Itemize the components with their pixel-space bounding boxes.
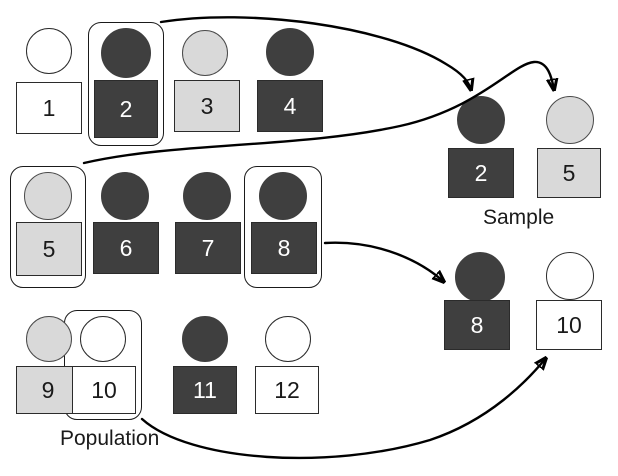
marble-icon [24,172,72,220]
population-cell-label: 10 [72,366,136,414]
arrow-population-10-to-sample-10 [140,358,546,460]
sample-label: Sample [483,206,555,229]
marble-icon [265,316,311,362]
population-cell-label: 12 [255,366,319,414]
population-cell-label: 2 [94,80,158,138]
marble-icon [101,172,149,220]
marble-icon [457,96,505,144]
marble-icon [183,172,231,220]
population-cell-label: 8 [251,222,317,274]
sample-item-label: 5 [537,148,601,198]
population-cell-label: 11 [173,366,237,414]
population-cell-label: 7 [175,222,241,274]
population-cell-label: 6 [93,222,159,274]
sample-item-label: 8 [444,300,510,350]
arrow-population-8-to-sample-8 [323,241,444,282]
population-cell-label: 4 [257,80,323,132]
marble-icon [546,252,594,300]
population-label: Population [60,427,160,450]
selection-highlight-8[interactable] [244,166,322,288]
population-cell-label: 9 [16,366,80,414]
selection-highlight-10[interactable] [64,310,142,420]
selection-highlight-2[interactable] [88,22,164,146]
marble-icon [259,172,307,220]
marble-icon [182,30,228,76]
marble-icon [455,252,505,302]
marble-icon [546,96,594,144]
sample-item-label: 10 [536,300,602,350]
population-cell-label: 3 [174,80,240,132]
marble-icon [101,28,151,78]
sample-item-label: 2 [448,148,514,198]
arrow-population-5-to-sample-5 [82,60,554,165]
population-cell-label: 1 [16,82,82,134]
marble-icon [80,316,126,362]
arrow-population-2-to-sample-2 [159,16,471,90]
marble-icon [266,28,314,76]
marble-icon [26,28,72,74]
marble-icon [26,316,72,362]
population-cell-label: 5 [16,222,82,276]
selection-highlight-5[interactable] [10,166,86,288]
marble-icon [182,316,228,362]
